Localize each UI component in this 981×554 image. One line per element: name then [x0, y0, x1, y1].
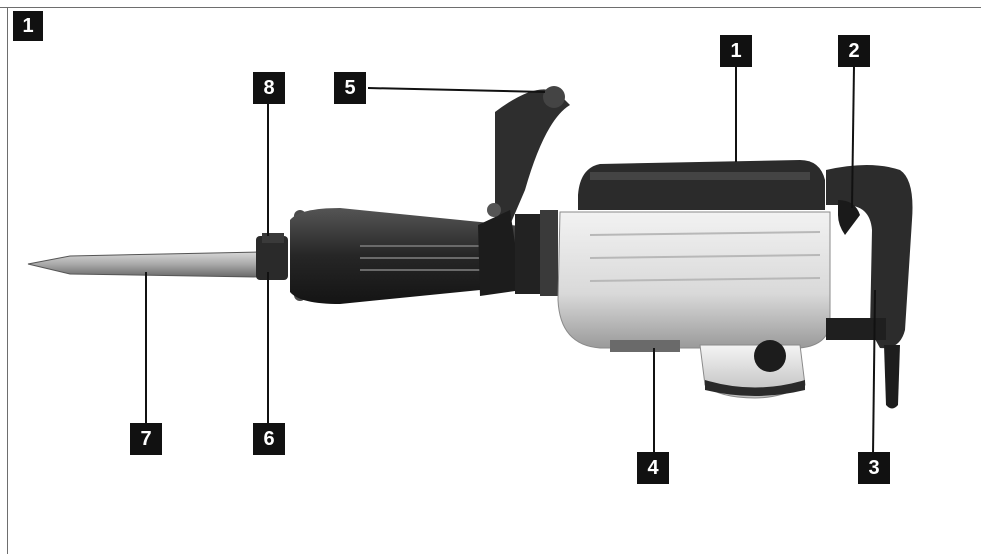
callout-1: 1 [720, 35, 752, 67]
gear-base [610, 340, 806, 399]
rear-handle [826, 165, 913, 409]
callout-6: 6 [253, 423, 285, 455]
frame-top-border [0, 7, 981, 8]
callout-2: 2 [838, 35, 870, 67]
chisel-bit [27, 251, 259, 278]
leader-lines [145, 65, 876, 456]
callout-3: 3 [858, 452, 890, 484]
callout-8: 8 [253, 72, 285, 104]
side-handle [478, 86, 570, 296]
callout-4: 4 [637, 452, 669, 484]
neck-rings [515, 210, 558, 296]
frame-left-border [7, 7, 8, 554]
figure-number-badge: 1 [13, 11, 43, 41]
motor-housing [557, 211, 831, 349]
callout-5: 5 [334, 72, 366, 104]
motor-cover [578, 160, 825, 210]
callout-7: 7 [130, 423, 162, 455]
